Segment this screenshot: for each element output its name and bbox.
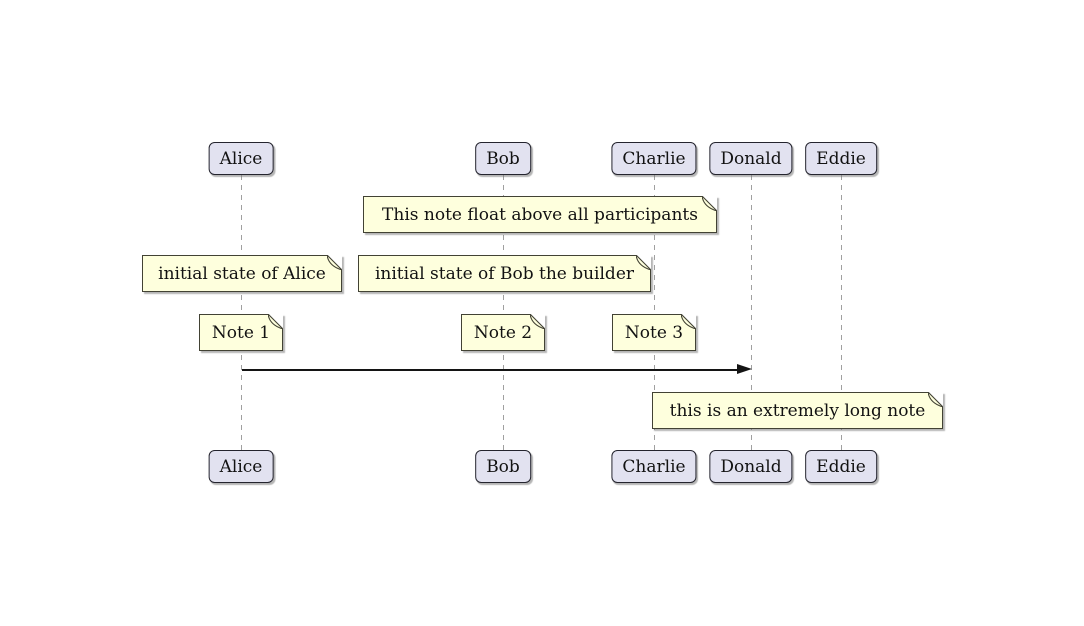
note-text: initial state of Bob the builder [374,263,635,284]
note-fold-icon [928,392,943,407]
lifeline-alice [241,175,242,451]
participant-bottom-donald: Donald [709,450,793,483]
note-fold-icon [327,255,342,270]
note-initial-alice: initial state of Alice [142,255,342,292]
participant-label: Donald [720,148,782,169]
note-text: Note 1 [211,322,271,343]
note-2: Note 2 [461,314,545,351]
note-text: Note 2 [473,322,533,343]
note-text: This note float above all participants [382,204,698,225]
participant-top-charlie: Charlie [611,142,697,175]
participant-label: Charlie [622,148,686,169]
participant-label: Alice [219,148,263,169]
arrowhead-icon [737,364,752,374]
note-text: Note 3 [624,322,684,343]
note-initial-bob: initial state of Bob the builder [358,255,651,292]
participant-label: Alice [219,456,263,477]
note-floating: This note float above all participants [363,196,717,233]
note-fold-icon [268,314,283,329]
participant-label: Bob [486,456,520,477]
participant-top-donald: Donald [709,142,793,175]
lifeline-eddie [841,175,842,451]
note-fold-icon [636,255,651,270]
participant-bottom-eddie: Eddie [805,450,877,483]
note-fold-icon [681,314,696,329]
note-1: Note 1 [199,314,283,351]
lifeline-charlie [654,175,655,451]
note-fold-icon [702,196,717,211]
lifeline-bob [503,175,504,451]
participant-top-alice: Alice [208,142,274,175]
note-fold-icon [530,314,545,329]
note-text: initial state of Alice [158,263,326,284]
participant-bottom-bob: Bob [475,450,531,483]
note-text: this is an extremely long note [669,400,926,421]
note-long: this is an extremely long note [652,392,943,429]
participant-label: Eddie [816,456,866,477]
participant-label: Charlie [622,456,686,477]
lifeline-donald [751,175,752,451]
message-arrow-alice-to-donald [242,369,739,371]
note-3: Note 3 [612,314,696,351]
participant-label: Donald [720,456,782,477]
participant-label: Bob [486,148,520,169]
participant-top-bob: Bob [475,142,531,175]
participant-bottom-alice: Alice [208,450,274,483]
participant-top-eddie: Eddie [805,142,877,175]
participant-bottom-charlie: Charlie [611,450,697,483]
participant-label: Eddie [816,148,866,169]
